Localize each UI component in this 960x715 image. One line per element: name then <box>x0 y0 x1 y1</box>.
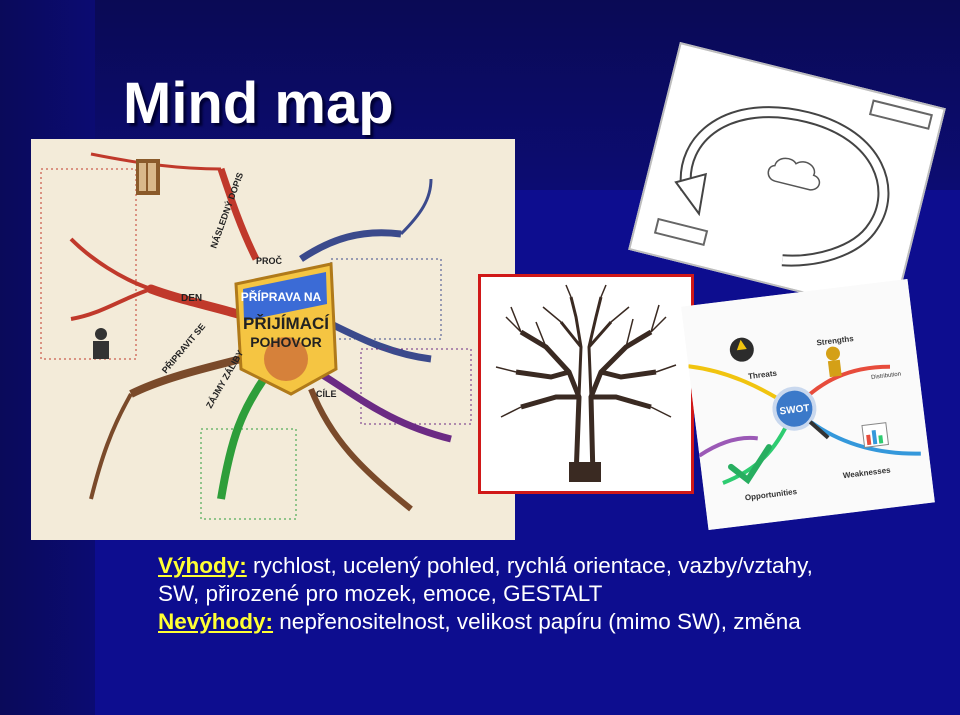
cons-text: nepřenositelnost, velikost papíru (mimo … <box>279 609 801 634</box>
slide-title: Mind map <box>123 71 394 136</box>
swot-diagram-image: SWOT Threats Strengths Distribution Oppo… <box>681 278 935 531</box>
mindmap-center-line3: POHOVOR <box>250 334 322 350</box>
swot-threats-label: Threats <box>748 369 778 382</box>
pros-line-2: SW, přirozené pro mozek, emoce, GESTALT <box>158 581 603 606</box>
mindmap-branch-cile: CÍLE <box>316 389 337 399</box>
mindmap-center-line2: PŘIJÍMACÍ <box>243 314 330 333</box>
mindmap-branch-den: DEN <box>181 293 202 304</box>
mindmap-center-line1: PŘÍPRAVA NA <box>241 289 322 304</box>
circular-arrow-document-image <box>628 42 946 316</box>
cons-label: Nevýhody: <box>158 609 274 634</box>
pros-line-1: Výhody: rychlost, ucelený pohled, rychlá… <box>158 552 938 580</box>
swot-distribution-label: Distribution <box>871 371 902 381</box>
tree-image <box>478 274 694 494</box>
swot-center-label: SWOT <box>779 403 810 418</box>
cons-line: Nevýhody: nepřenositelnost, velikost pap… <box>158 608 938 636</box>
mindmap-branch-proc: PROČ <box>256 255 283 266</box>
slide-body-text: Výhody: rychlost, ucelený pohled, rychlá… <box>158 552 938 636</box>
mind-map-illustration: PŘÍPRAVA NA PŘIJÍMACÍ POHOVOR DEN PŘIPRA… <box>31 139 515 540</box>
pros-label: Výhody: <box>158 553 247 578</box>
pros-text-1: rychlost, ucelený pohled, rychlá orienta… <box>253 553 813 578</box>
